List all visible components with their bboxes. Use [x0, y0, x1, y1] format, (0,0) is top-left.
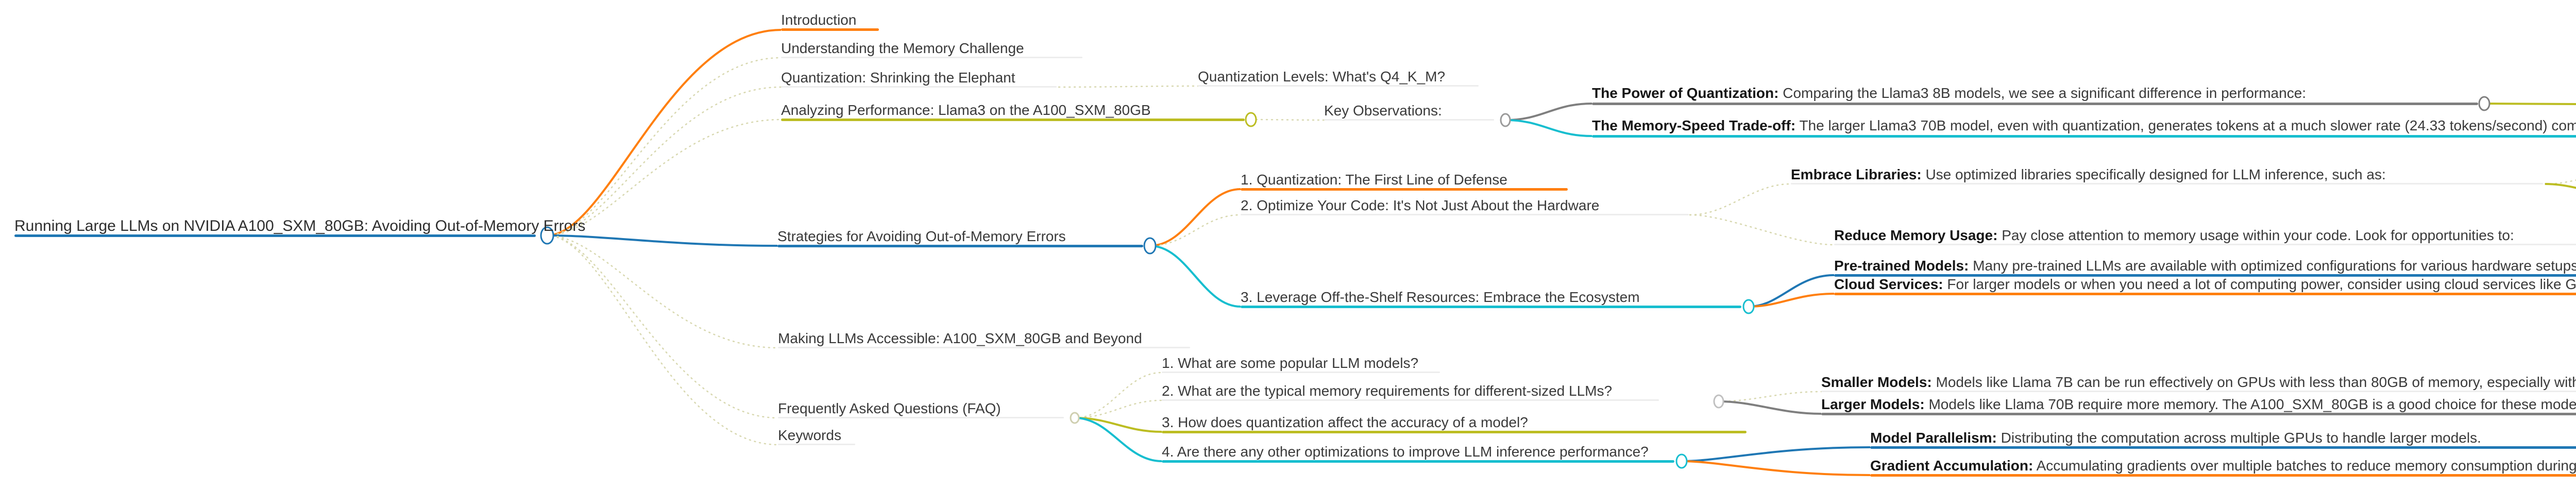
link-q2-smaller: [1718, 391, 1822, 402]
underline-q2: [1162, 399, 1659, 401]
node-q2[interactable]: 2. What are the typical memory requireme…: [1162, 383, 1613, 399]
underline-tradeoff: [1592, 135, 2576, 138]
node-larger[interactable]: Larger Models: Models like Llama 70B req…: [1821, 396, 2576, 412]
link-root-faq: [546, 234, 779, 419]
underline-power: [1592, 103, 2478, 105]
link-s3-pretrained: [1748, 274, 1835, 308]
underline-cloud: [1834, 293, 2576, 295]
link-faq-q1: [1074, 372, 1163, 419]
connector-circle-root[interactable]: [540, 226, 554, 245]
node-keywords[interactable]: Keywords: [778, 427, 841, 443]
link-root-understanding: [546, 57, 782, 237]
link-strategies-s3: [1149, 245, 1241, 308]
link-strategies-s2: [1149, 214, 1242, 247]
underline-q1: [1162, 372, 1440, 373]
node-s2[interactable]: 2. Optimize Your Code: It's Not Just Abo…: [1241, 197, 1600, 213]
underline-quant-shrink: [781, 86, 1057, 88]
link-q2-larger: [1718, 400, 1822, 415]
node-gradacc[interactable]: Gradient Accumulation: Accumulating grad…: [1870, 458, 2576, 474]
link-key-observations-tradeoff: [1505, 119, 1592, 137]
node-strategies[interactable]: Strategies for Avoiding Out-of-Memory Er…: [777, 228, 1066, 244]
link-root-introduction: [547, 29, 782, 237]
connector-circle-q2[interactable]: [1713, 394, 1724, 409]
underline-q3: [1162, 431, 1747, 433]
link-faq-q2: [1074, 399, 1163, 419]
link-faq-q4: [1074, 417, 1162, 462]
node-quant-levels[interactable]: Quantization Levels: What's Q4_K_M?: [1198, 69, 1446, 85]
node-power[interactable]: The Power of Quantization: Comparing the…: [1592, 85, 2307, 101]
connector-circle-faq[interactable]: [1070, 412, 1080, 424]
node-modelpar[interactable]: Model Parallelism: Distributing the comp…: [1870, 430, 2481, 446]
connector-circle-key-observations[interactable]: [1500, 113, 1511, 127]
node-q1[interactable]: 1. What are some popular LLM models?: [1162, 355, 1419, 371]
node-reduce[interactable]: Reduce Memory Usage: Pay close attention…: [1834, 227, 2514, 243]
underline-pretrained: [1834, 274, 2576, 277]
connector-circle-s3[interactable]: [1742, 299, 1755, 314]
underline-analyzing: [781, 119, 1245, 121]
link-q4-gradacc: [1681, 460, 1871, 476]
underline-modelpar: [1870, 446, 2576, 449]
link-s2-reduce: [1689, 214, 1835, 246]
link-root-strategies: [547, 234, 778, 247]
link-root-keywords: [546, 234, 779, 446]
underline-smaller: [1821, 391, 2576, 392]
underline-s3: [1241, 306, 1741, 308]
node-key-observations[interactable]: Key Observations:: [1324, 103, 1442, 119]
underline-s1: [1241, 188, 1568, 191]
node-q3[interactable]: 3. How does quantization affect the accu…: [1162, 414, 1528, 430]
link-key-observations-power: [1505, 103, 1592, 121]
node-pretrained[interactable]: Pre-trained Models: Many pre-trained LLM…: [1834, 258, 2576, 274]
underline-root: [14, 234, 536, 237]
node-root[interactable]: Running Large LLMs on NVIDIA A100_SXM_80…: [14, 217, 586, 234]
connector-circle-analyzing[interactable]: [1245, 112, 1257, 127]
underline-s2: [1241, 214, 1689, 215]
link-root-analyzing: [546, 119, 782, 237]
underline-quant-levels: [1198, 85, 1479, 87]
underline-making: [778, 347, 1190, 348]
node-understanding[interactable]: Understanding the Memory Challenge: [781, 40, 1024, 56]
underline-embrace: [1791, 183, 2543, 184]
link-quant-shrink-quant-levels: [1058, 85, 1199, 88]
node-faq[interactable]: Frequently Asked Questions (FAQ): [778, 400, 1001, 416]
link-root-quant-shrink: [546, 86, 782, 237]
underline-introduction: [781, 28, 879, 31]
node-s3[interactable]: 3. Leverage Off-the-Shelf Resources: Emb…: [1241, 289, 1640, 305]
node-making[interactable]: Making LLMs Accessible: A100_SXM_80GB an…: [778, 330, 1142, 346]
connector-circle-power[interactable]: [2478, 96, 2490, 111]
connector-circle-strategies[interactable]: [1143, 237, 1157, 255]
underline-faq: [778, 417, 1064, 418]
node-tradeoff[interactable]: The Memory-Speed Trade-off: The larger L…: [1592, 117, 2576, 133]
node-q4[interactable]: 4. Are there any other optimizations to …: [1162, 444, 1649, 460]
node-embrace[interactable]: Embrace Libraries: Use optimized librari…: [1791, 166, 2386, 182]
node-introduction[interactable]: Introduction: [781, 12, 857, 28]
link-faq-q3: [1074, 417, 1162, 433]
link-strategies-s1: [1149, 188, 1241, 247]
underline-gradacc: [1870, 474, 2576, 477]
underline-key-observations: [1324, 119, 1494, 121]
node-s1[interactable]: 1. Quantization: The First Line of Defen…: [1241, 172, 1507, 188]
connector-circle-q4[interactable]: [1675, 453, 1688, 469]
underline-understanding: [781, 57, 1082, 58]
underline-reduce: [1834, 244, 2576, 245]
underline-q4: [1162, 460, 1674, 463]
node-quant-shrink[interactable]: Quantization: Shrinking the Elephant: [781, 70, 1015, 86]
node-smaller[interactable]: Smaller Models: Models like Llama 7B can…: [1821, 374, 2576, 390]
link-root-making: [546, 234, 779, 349]
link-q4-modelpar: [1681, 446, 1871, 462]
link-embrace-transformers: [2545, 183, 2576, 189]
link-embrace-llamacpp: [2544, 179, 2576, 185]
node-analyzing[interactable]: Analyzing Performance: Llama3 on the A10…: [781, 102, 1151, 118]
link-s2-embrace: [1689, 183, 1792, 216]
link-s3-cloud: [1748, 293, 1835, 308]
underline-strategies: [777, 245, 1143, 247]
underline-keywords: [778, 444, 855, 445]
node-cloud[interactable]: Cloud Services: For larger models or whe…: [1834, 276, 2576, 292]
underline-larger: [1821, 413, 2576, 415]
